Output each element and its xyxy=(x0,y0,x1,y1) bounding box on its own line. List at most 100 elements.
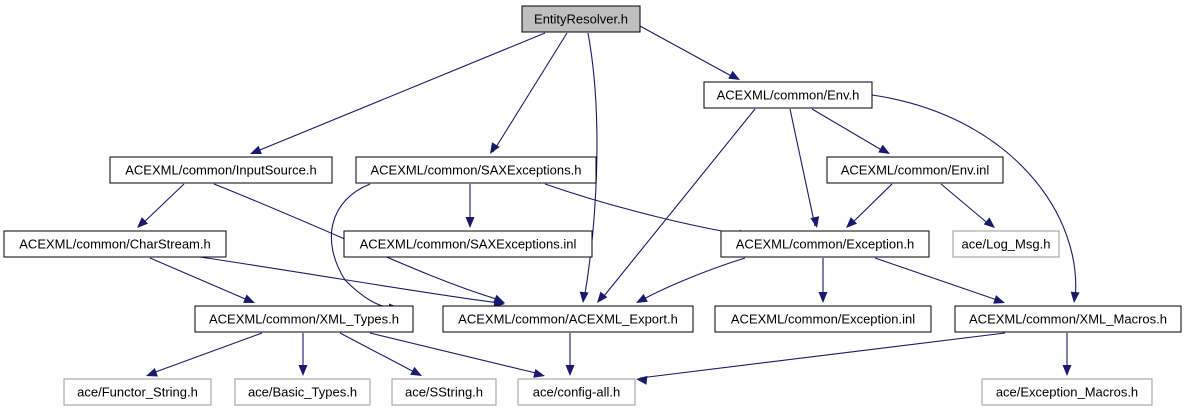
edge-xml_macros-to-config_all xyxy=(639,332,1006,379)
node-xml_macros[interactable]: ACEXML/common/XML_Macros.h xyxy=(954,305,1182,333)
arrowhead-entityresolver-to-saxexceptions_h xyxy=(490,142,500,154)
node-env_h[interactable]: ACEXML/common/Env.h xyxy=(703,81,873,109)
node-box-env_inl[interactable] xyxy=(826,156,1004,184)
arrowhead-xml_macros-to-config_all xyxy=(636,375,648,385)
node-label-inputsource: ACEXML/common/InputSource.h xyxy=(125,162,316,177)
node-box-log_msg[interactable] xyxy=(952,230,1060,258)
arrowhead-xml_types-to-functor_string xyxy=(146,368,158,377)
node-box-functor_string[interactable] xyxy=(63,378,212,406)
node-env_inl[interactable]: ACEXML/common/Env.inl xyxy=(826,156,1004,184)
edge-xml_types-to-functor_string xyxy=(149,332,263,375)
node-box-charstream[interactable] xyxy=(3,230,227,258)
arrowheads-layer xyxy=(137,70,1080,385)
node-box-entityresolver[interactable] xyxy=(521,5,641,33)
arrowhead-xml_types-to-config_all xyxy=(533,368,545,378)
edge-env_h-to-exception_h xyxy=(789,108,816,227)
arrowhead-charstream-to-acexml_export xyxy=(493,298,505,308)
node-config_all[interactable]: ace/config-all.h xyxy=(517,378,636,406)
edge-entityresolver-to-env_h xyxy=(639,25,736,79)
arrowhead-entityresolver-to-inputsource xyxy=(250,145,262,155)
arrowhead-env_inl-to-exception_h xyxy=(846,217,858,228)
node-box-exception_macros[interactable] xyxy=(981,378,1153,406)
node-label-exception_inl: ACEXML/common/Exception.inl xyxy=(731,311,915,326)
edge-env_h-to-acexml_export xyxy=(599,108,756,302)
node-label-log_msg: ace/Log_Msg.h xyxy=(962,236,1051,251)
edge-exception_h-to-xml_macros xyxy=(874,257,1001,302)
node-label-env_inl: ACEXML/common/Env.inl xyxy=(841,162,990,177)
edge-charstream-to-xml_types xyxy=(149,257,251,302)
arrowhead-xml_types-to-sstring xyxy=(410,366,422,376)
node-label-sstring: ace/SString.h xyxy=(405,384,483,399)
arrowhead-env_h-to-xml_macros xyxy=(1070,291,1080,303)
arrowhead-xml_macros-to-exception_macros xyxy=(1062,365,1072,376)
node-inputsource[interactable]: ACEXML/common/InputSource.h xyxy=(109,156,333,184)
arrowhead-env_inl-to-log_msg xyxy=(983,217,995,228)
node-label-config_all: ace/config-all.h xyxy=(533,384,620,399)
node-box-inputsource[interactable] xyxy=(109,156,333,184)
edge-entityresolver-to-saxexceptions_h xyxy=(492,32,568,153)
node-box-saxexceptions_h[interactable] xyxy=(355,156,597,184)
arrowhead-env_h-to-acexml_export xyxy=(597,291,608,303)
node-xml_types[interactable]: ACEXML/common/XML_Types.h xyxy=(194,305,414,333)
node-log_msg[interactable]: ace/Log_Msg.h xyxy=(952,230,1060,258)
node-box-env_h[interactable] xyxy=(703,81,873,109)
node-box-saxexceptions_inl[interactable] xyxy=(343,230,593,258)
arrowhead-exception_h-to-acexml_export xyxy=(636,293,648,303)
node-saxexceptions_inl[interactable]: ACEXML/common/SAXExceptions.inl xyxy=(343,230,593,258)
edge-xml_types-to-sstring xyxy=(339,332,419,375)
node-label-saxexceptions_h: ACEXML/common/SAXExceptions.h xyxy=(371,162,582,177)
edge-entityresolver-to-inputsource xyxy=(254,32,546,153)
node-entityresolver[interactable]: EntityResolver.h xyxy=(521,5,641,33)
nodes-layer: EntityResolver.hACEXML/common/Env.hACEXM… xyxy=(3,5,1182,406)
node-sstring[interactable]: ace/SString.h xyxy=(391,378,497,406)
node-box-exception_h[interactable] xyxy=(720,230,930,258)
edge-inputsource-to-charstream xyxy=(139,183,185,227)
arrowhead-entityresolver-to-env_h xyxy=(728,70,740,80)
arrowhead-entityresolver-to-acexml_export xyxy=(579,291,589,303)
node-label-env_h: ACEXML/common/Env.h xyxy=(717,87,860,102)
node-label-xml_types: ACEXML/common/XML_Types.h xyxy=(209,311,399,326)
node-box-acexml_export[interactable] xyxy=(442,305,694,333)
node-box-basic_types[interactable] xyxy=(234,378,371,406)
node-box-exception_inl[interactable] xyxy=(714,305,932,333)
edge-charstream-to-acexml_export xyxy=(199,256,501,304)
arrowhead-acexml_export-to-config_all xyxy=(565,365,575,376)
node-functor_string[interactable]: ace/Functor_String.h xyxy=(63,378,212,406)
node-label-xml_macros: ACEXML/common/XML_Macros.h xyxy=(969,311,1167,326)
node-saxexceptions_h[interactable]: ACEXML/common/SAXExceptions.h xyxy=(355,156,597,184)
node-exception_inl[interactable]: ACEXML/common/Exception.inl xyxy=(714,305,932,333)
edge-env_inl-to-exception_h xyxy=(848,183,893,227)
node-basic_types[interactable]: ace/Basic_Types.h xyxy=(234,378,371,406)
node-label-basic_types: ace/Basic_Types.h xyxy=(248,384,357,399)
edge-env_h-to-env_inl xyxy=(811,108,886,153)
node-charstream[interactable]: ACEXML/common/CharStream.h xyxy=(3,230,227,258)
node-exception_macros[interactable]: ace/Exception_Macros.h xyxy=(981,378,1153,406)
arrowhead-env_h-to-exception_h xyxy=(810,216,820,228)
edge-env_h-to-xml_macros xyxy=(871,94,1077,301)
node-label-saxexceptions_inl: ACEXML/common/SAXExceptions.inl xyxy=(360,236,577,251)
arrowhead-xml_types-to-basic_types xyxy=(298,365,308,376)
node-label-exception_macros: ace/Exception_Macros.h xyxy=(996,384,1138,399)
node-label-acexml_export: ACEXML/common/ACEXML_Export.h xyxy=(458,311,678,326)
edge-exception_h-to-acexml_export xyxy=(639,257,746,302)
node-acexml_export[interactable]: ACEXML/common/ACEXML_Export.h xyxy=(442,305,694,333)
edge-saxexceptions_h-to-exception_h xyxy=(544,183,746,236)
node-box-xml_types[interactable] xyxy=(194,305,414,333)
node-exception_h[interactable]: ACEXML/common/Exception.h xyxy=(720,230,930,258)
arrowhead-charstream-to-xml_types xyxy=(243,294,255,303)
arrowhead-exception_h-to-xml_macros xyxy=(993,295,1005,304)
node-box-sstring[interactable] xyxy=(391,378,497,406)
node-box-xml_macros[interactable] xyxy=(954,305,1182,333)
node-label-charstream: ACEXML/common/CharStream.h xyxy=(19,236,210,251)
edge-xml_types-to-config_all xyxy=(369,332,541,375)
node-box-config_all[interactable] xyxy=(517,378,636,406)
edge-env_inl-to-log_msg xyxy=(940,183,992,227)
node-label-entityresolver: EntityResolver.h xyxy=(534,11,628,26)
arrowhead-saxexceptions_h-to-saxexceptions_inl xyxy=(465,217,475,228)
arrowhead-exception_h-to-exception_inl xyxy=(818,292,828,303)
arrowhead-inputsource-to-charstream xyxy=(137,217,149,228)
arrowhead-env_h-to-env_inl xyxy=(878,144,890,154)
node-label-functor_string: ace/Functor_String.h xyxy=(77,384,198,399)
